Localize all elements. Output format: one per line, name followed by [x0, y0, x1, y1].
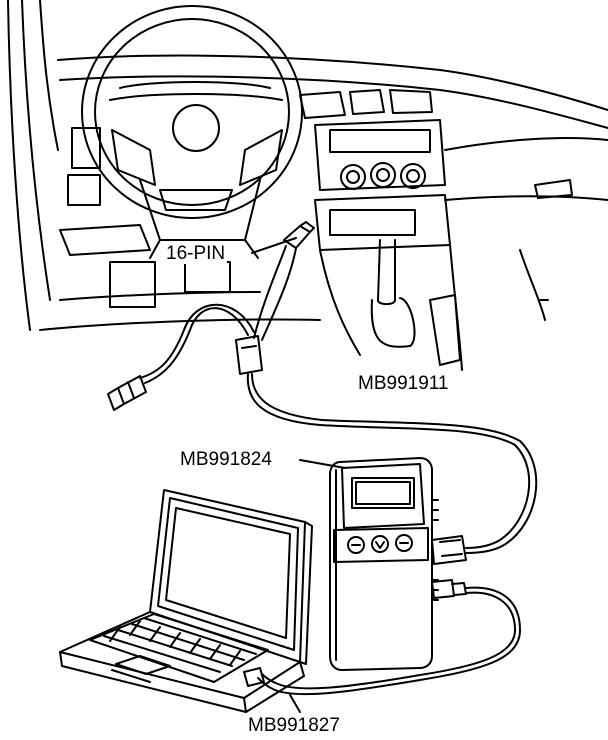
interface-unit: [299, 457, 467, 671]
steering-wheel: [81, 5, 303, 219]
vehicle-cable: [107, 221, 538, 554]
dashboard: [7, 0, 608, 371]
usb-cable: [243, 586, 521, 713]
laptop: [59, 489, 313, 713]
usb-cable-label: MB991827: [246, 715, 342, 736]
connector-label: 16-PIN: [164, 243, 228, 264]
cable-main-label: MB991911: [356, 373, 451, 394]
interface-unit-label: MB991824: [178, 449, 274, 470]
